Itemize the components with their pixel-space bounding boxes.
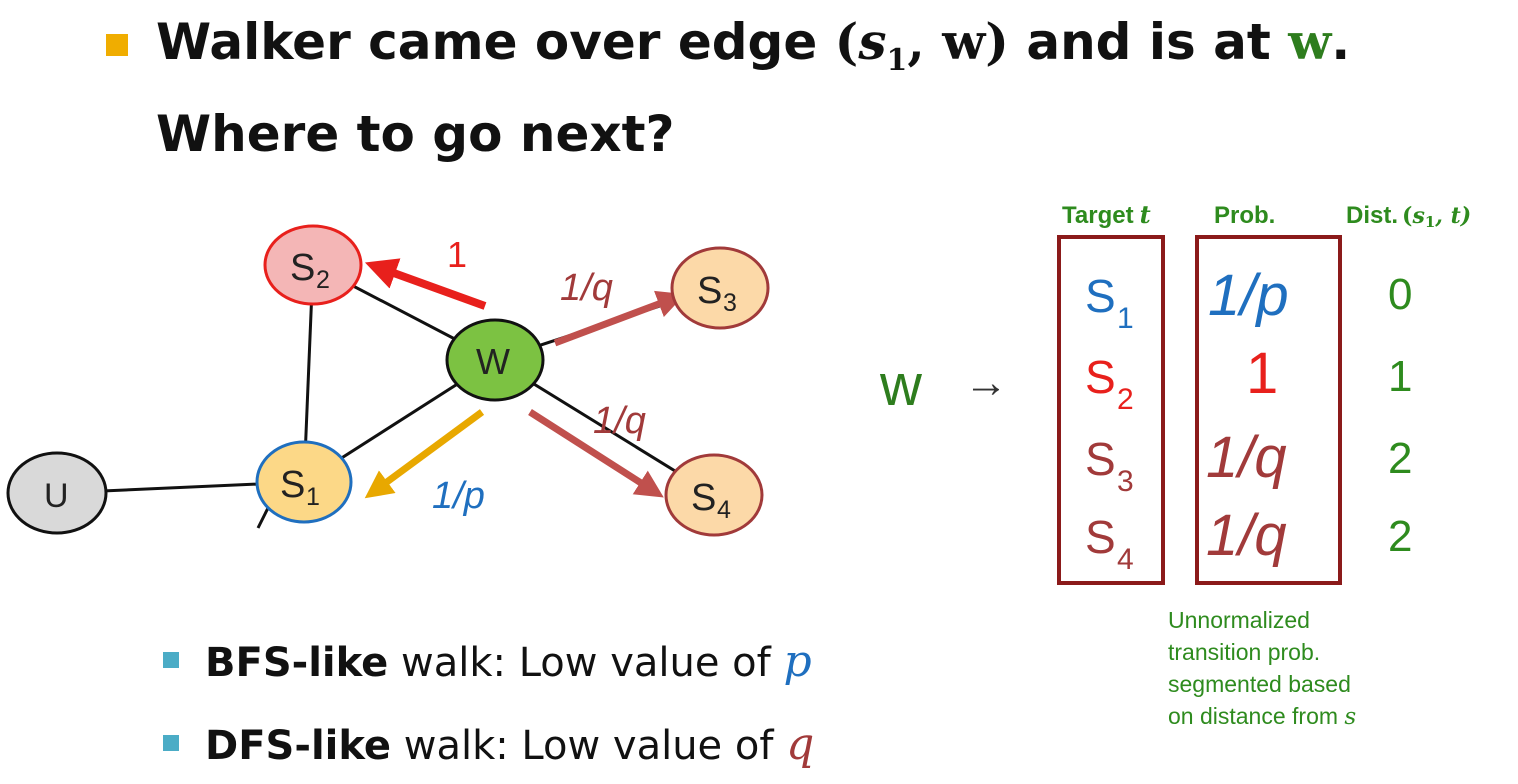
- svg-text:1/q: 1/q: [1206, 425, 1287, 490]
- svg-text:2: 2: [1388, 434, 1412, 483]
- sub-bullet-marker: [163, 652, 179, 668]
- target-column-box: [1057, 235, 1165, 585]
- svg-text:4: 4: [1117, 543, 1134, 576]
- svg-text:3: 3: [723, 289, 737, 317]
- svg-text:4: 4: [717, 496, 731, 524]
- table-row: S 1 1/p 0: [1085, 263, 1412, 335]
- table-row: S 4 1/q 2: [1085, 503, 1412, 576]
- label-to-s1: 1/p: [432, 475, 485, 517]
- node-w: W: [445, 318, 545, 402]
- svg-text:2: 2: [1117, 383, 1134, 416]
- svg-text:S: S: [1085, 351, 1116, 403]
- header-dist: Dist.(s1, t): [1346, 202, 1471, 231]
- graph-diagram: 1 1/q 1/q 1/p S 2 S 3 W S 1 S 4 U: [6, 224, 770, 537]
- arrow-to-s3: [553, 290, 686, 347]
- svg-text:S: S: [290, 247, 315, 289]
- node-s3: S 3: [670, 246, 770, 330]
- title-line-2: Where to go next?: [156, 105, 675, 163]
- table-row: S 2 1 1: [1085, 341, 1412, 416]
- node-s2: S 2: [263, 224, 363, 306]
- arrow-to-s1: [364, 409, 485, 499]
- svg-text:2: 2: [1388, 512, 1412, 561]
- svg-text:U: U: [44, 477, 69, 515]
- svg-text:2: 2: [316, 266, 330, 294]
- svg-text:3: 3: [1117, 465, 1134, 498]
- node-u: U: [6, 451, 108, 535]
- label-to-s3: 1/q: [560, 267, 613, 309]
- svg-text:0: 0: [1388, 270, 1412, 319]
- svg-text:W: W: [476, 341, 510, 382]
- arrow-to-s2: [364, 258, 487, 310]
- svg-text:1: 1: [1388, 352, 1412, 401]
- svg-text:1: 1: [306, 483, 320, 511]
- svg-text:S: S: [280, 464, 305, 506]
- label-to-s4: 1/q: [593, 400, 646, 442]
- svg-text:S: S: [1085, 433, 1116, 485]
- header-prob: Prob.: [1214, 202, 1275, 229]
- svg-text:1/q: 1/q: [1206, 503, 1287, 568]
- svg-text:1: 1: [1117, 302, 1134, 335]
- label-to-s2: 1: [447, 234, 467, 275]
- table-w-label: w: [879, 353, 923, 418]
- svg-text:1/p: 1/p: [1208, 263, 1289, 328]
- table-row: S 3 1/q 2: [1085, 425, 1412, 498]
- bullet-bfs: BFS-like walk: Low value of p: [205, 636, 812, 687]
- title-bullet: [106, 34, 128, 56]
- svg-text:S: S: [691, 477, 716, 519]
- node-s4: S 4: [664, 453, 764, 537]
- bullet-dfs: DFS-like walk: Low value of q: [205, 719, 815, 770]
- sub-bullet-marker: [163, 735, 179, 751]
- table-arrow: →: [964, 358, 1008, 407]
- table-note: Unnormalized transition prob. segmented …: [1168, 607, 1357, 730]
- node-s1: S 1: [255, 440, 353, 524]
- title-w-highlight: w: [1288, 12, 1332, 71]
- svg-text:1: 1: [1246, 341, 1278, 406]
- svg-text:S: S: [1085, 270, 1116, 322]
- prob-column-box: [1195, 235, 1342, 585]
- title-line-1: Walker came over edge (s1, w) and is at …: [156, 12, 1351, 78]
- arrow-to-s4: [528, 409, 664, 498]
- svg-text:S: S: [697, 270, 722, 312]
- svg-text:S: S: [1085, 511, 1116, 563]
